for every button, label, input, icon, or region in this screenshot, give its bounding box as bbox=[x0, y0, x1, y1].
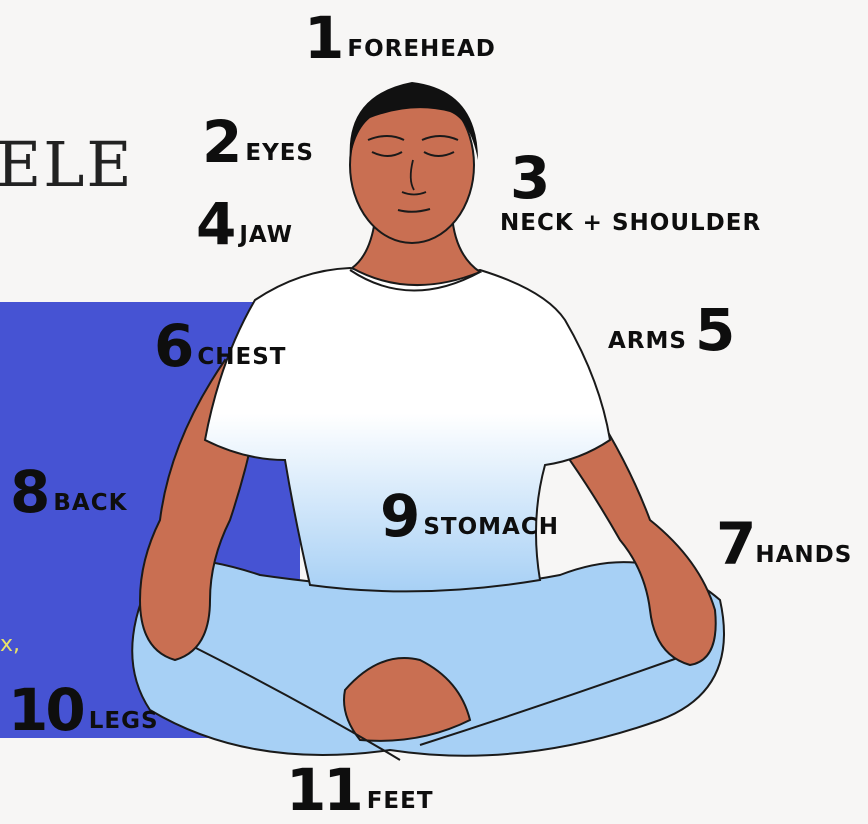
label-number: 11 bbox=[286, 764, 361, 816]
label-number: 6 bbox=[154, 320, 191, 372]
label-word: FOREHEAD bbox=[347, 36, 496, 62]
label-word: FEET bbox=[367, 788, 434, 814]
label-number: 7 bbox=[716, 518, 753, 570]
label-forehead: 1 FOREHEAD bbox=[304, 12, 496, 64]
label-eyes: 2 EYES bbox=[202, 116, 314, 168]
label-word: HANDS bbox=[755, 542, 852, 568]
label-number: 8 bbox=[10, 466, 47, 518]
label-number: 9 bbox=[380, 490, 417, 542]
label-back: 8 BACK bbox=[10, 466, 127, 518]
label-number: 10 bbox=[8, 684, 83, 736]
label-number: 2 bbox=[202, 116, 239, 168]
label-word: CHEST bbox=[197, 344, 286, 370]
label-word: JAW bbox=[239, 222, 293, 248]
label-hands: 7 HANDS bbox=[716, 518, 852, 570]
label-arms: ARMS 5 bbox=[608, 304, 732, 356]
label-legs: 10 LEGS bbox=[8, 684, 159, 736]
label-number: 5 bbox=[695, 304, 732, 356]
label-jaw: 4 JAW bbox=[196, 198, 293, 250]
label-word: LEGS bbox=[89, 708, 159, 734]
label-number: 4 bbox=[196, 198, 233, 250]
label-chest: 6 CHEST bbox=[154, 320, 286, 372]
label-word: NECK + SHOULDER bbox=[500, 210, 761, 236]
label-stomach: 9 STOMACH bbox=[380, 490, 559, 542]
label-number: 3 bbox=[510, 152, 547, 204]
label-number: 1 bbox=[304, 12, 341, 64]
label-feet: 11 FEET bbox=[286, 764, 434, 816]
label-word: STOMACH bbox=[423, 514, 559, 540]
label-word: ARMS bbox=[608, 328, 687, 354]
label-neck-shoulder: 3 NECK + SHOULDER bbox=[500, 152, 761, 238]
label-word: EYES bbox=[245, 140, 314, 166]
label-word: BACK bbox=[53, 490, 127, 516]
